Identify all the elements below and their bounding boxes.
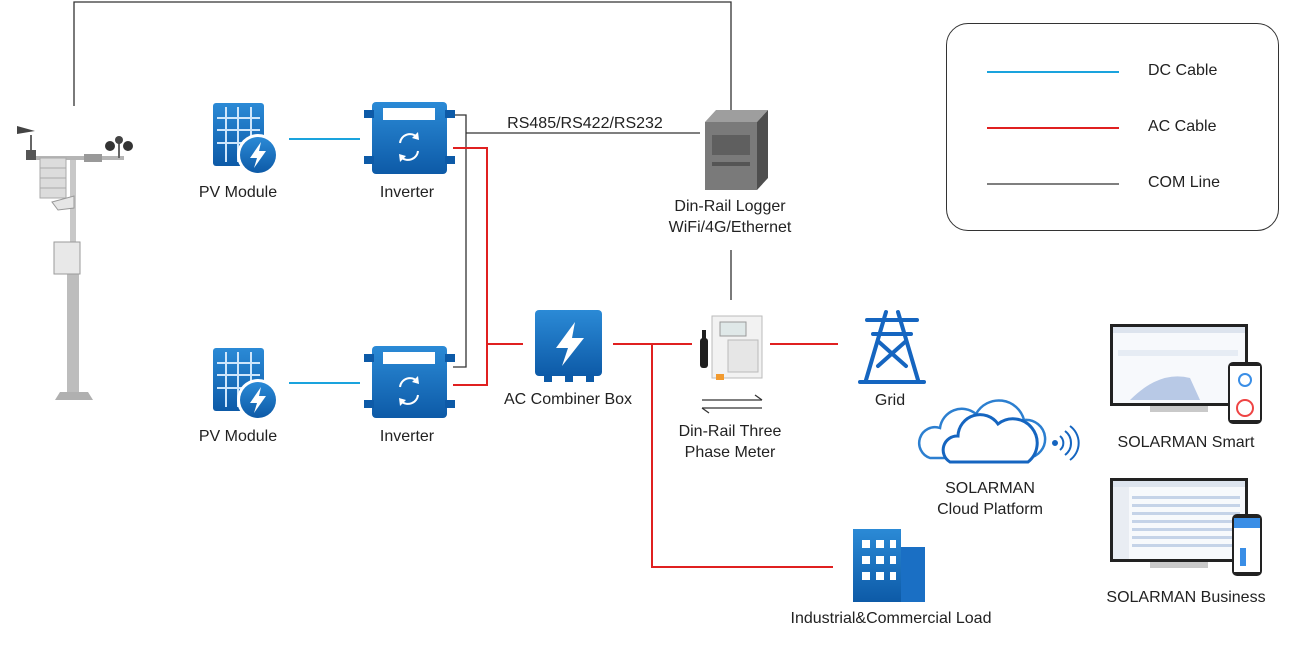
meter-label-line1: Din-Rail Three xyxy=(678,423,782,440)
meter-label-line2: Phase Meter xyxy=(684,444,776,461)
solarman-smart-label: SOLARMAN Smart xyxy=(1117,434,1255,451)
legend-dc-label: DC Cable xyxy=(1148,62,1218,79)
protocol-label: RS485/RS422/RS232 xyxy=(507,115,663,132)
load-label: Industrial&Commercial Load xyxy=(790,610,992,627)
legend-com-label: COM Line xyxy=(1148,174,1221,191)
legend xyxy=(946,23,1279,231)
wireless-signal-icon xyxy=(1052,425,1080,461)
cloud-icon xyxy=(917,399,1047,464)
inverter-label-2: Inverter xyxy=(379,428,435,445)
din-rail-logger-icon xyxy=(705,110,768,190)
dc-lines xyxy=(289,71,1119,384)
cloud-label-line1: SOLARMAN xyxy=(945,480,1035,497)
inverter-icon-1 xyxy=(364,102,455,174)
logger-label-line1: Din-Rail Logger xyxy=(674,198,786,215)
cloud-label-line2: Cloud Platform xyxy=(937,501,1043,518)
ac-combiner-box-icon xyxy=(535,310,602,382)
three-phase-meter-icon xyxy=(700,315,763,380)
solarman-business-screen xyxy=(1110,478,1262,576)
ac-line-inverter-2 xyxy=(453,344,488,386)
grid-label: Grid xyxy=(874,392,906,409)
ac-line-inverter-1 xyxy=(453,147,523,345)
ac-lines xyxy=(453,127,1119,568)
industrial-building-icon xyxy=(853,529,925,602)
grid-tower-icon xyxy=(858,310,926,384)
bidirectional-arrow-icon xyxy=(701,394,763,414)
weather-station-icon xyxy=(17,126,133,400)
ac-line-load xyxy=(651,344,833,568)
legend-ac-label: AC Cable xyxy=(1148,118,1217,135)
inverter-icon-2 xyxy=(364,346,455,418)
com-line-weather-logger xyxy=(73,1,732,110)
solarman-business-label: SOLARMAN Business xyxy=(1106,589,1266,606)
solarman-smart-screen xyxy=(1110,324,1262,424)
pv-module-label-2: PV Module xyxy=(198,428,278,445)
pv-module-icon-2 xyxy=(213,348,279,421)
logger-label-line2: WiFi/4G/Ethernet xyxy=(668,219,792,236)
com-lines xyxy=(73,1,1119,368)
combiner-label: AC Combiner Box xyxy=(503,391,633,408)
pv-module-label-1: PV Module xyxy=(198,184,278,201)
pv-module-icon-1 xyxy=(213,103,279,176)
com-line-inverters xyxy=(453,114,467,368)
inverter-label-1: Inverter xyxy=(379,184,435,201)
